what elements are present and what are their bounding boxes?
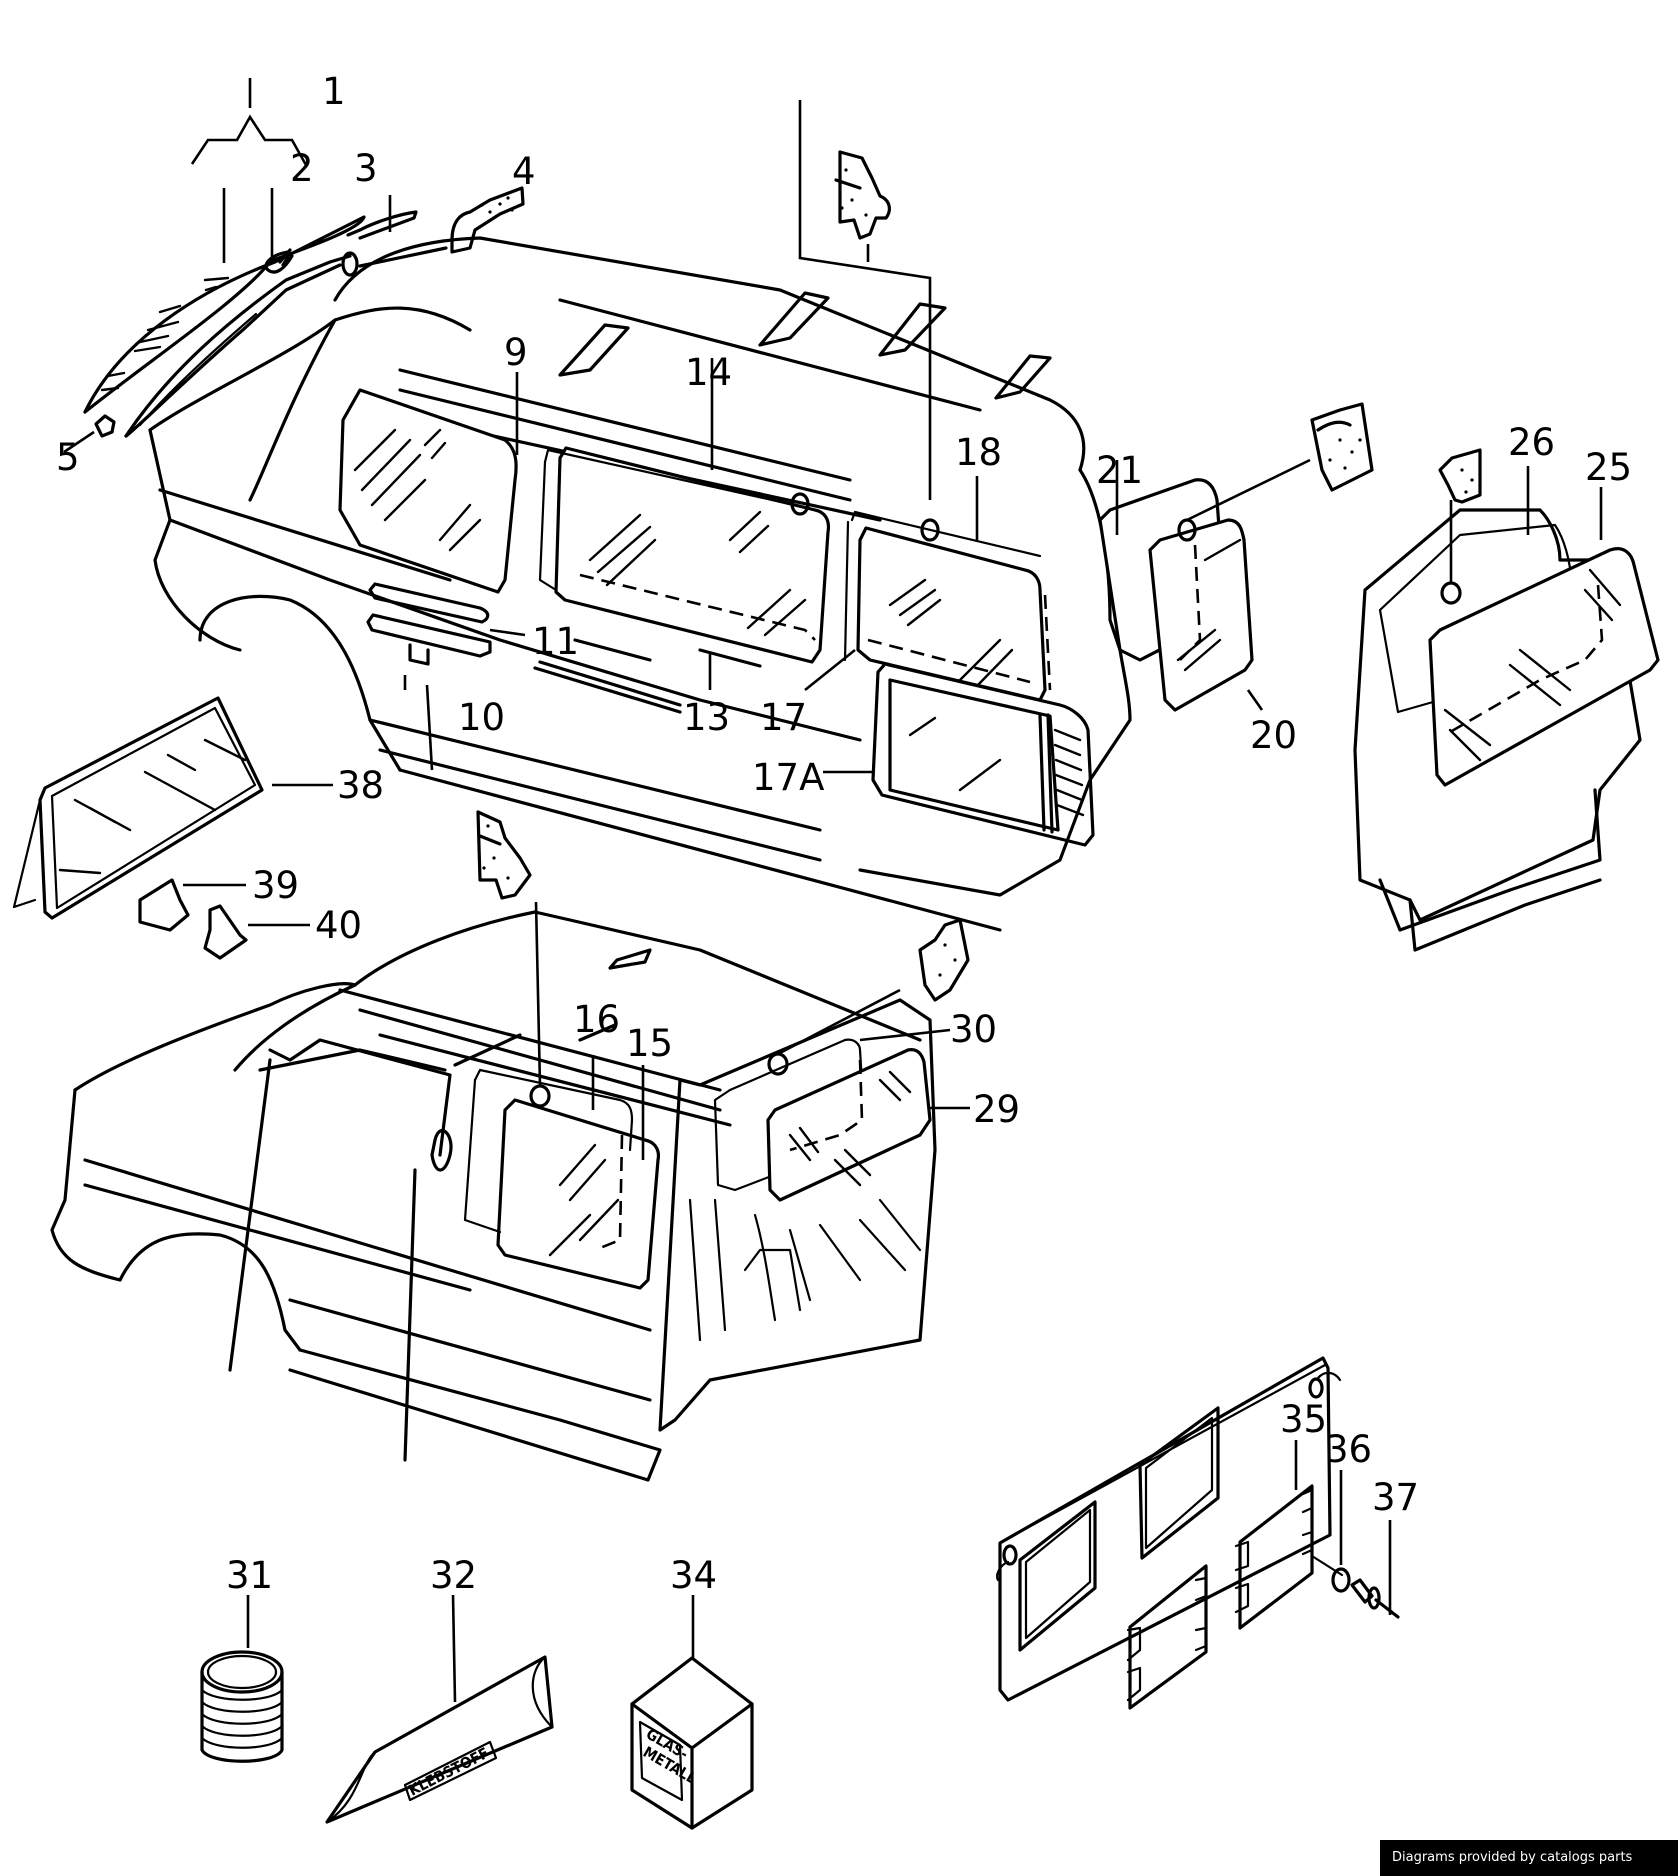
callout-32: 32 [430, 1554, 477, 1597]
front-side-window-9 [338, 388, 518, 594]
glass-hatching [100, 276, 230, 392]
seal-profile-icon [918, 918, 970, 1002]
leader-11 [489, 628, 526, 637]
hinge-40 [203, 904, 248, 960]
rear-side-window-29 [766, 1048, 932, 1202]
callout-37: 37 [1372, 1476, 1419, 1519]
callout-25: 25 [1585, 446, 1632, 489]
callout-2: 2 [290, 147, 314, 190]
rear-quarter-window-17A [871, 662, 1095, 847]
callout-17A: 17A [752, 756, 824, 799]
door-handle [430, 1129, 453, 1172]
bracket-1 [190, 114, 308, 166]
callout-15: 15 [626, 1022, 673, 1065]
callout-9: 9 [504, 331, 528, 374]
callout-17: 17 [760, 696, 807, 739]
callout-16: 16 [573, 998, 620, 1041]
windscreen-glass-2 [83, 215, 366, 414]
leader-5 [63, 430, 95, 454]
tailgate-assembly [1353, 448, 1660, 952]
leader-20 [1246, 689, 1264, 711]
callout-18: 18 [955, 431, 1002, 474]
partition-panel-assembly [996, 1356, 1400, 1710]
leader-30 [859, 1028, 951, 1042]
callout-21: 21 [1096, 449, 1143, 492]
rivet-37 [1367, 1586, 1381, 1610]
rear-glass-20 [1148, 518, 1254, 712]
sealing-tape-roll-31 [200, 1595, 284, 1763]
callout-labels: 1 2 3 4 5 9 10 11 13 14 15 16 17 17A 18 … [56, 70, 1632, 1597]
seal-profile-icon [1310, 402, 1374, 492]
callout-36: 36 [1325, 1428, 1372, 1471]
callout-20: 20 [1250, 714, 1297, 757]
leader-17 [804, 648, 856, 692]
callout-10: 10 [458, 696, 505, 739]
clip-3 [264, 250, 294, 274]
callout-14: 14 [685, 351, 732, 394]
callout-31: 31 [226, 1554, 273, 1597]
tailgate-glass-25 [1428, 547, 1660, 787]
diagram-credit-banner: Diagrams provided by catalogs parts [1380, 1840, 1678, 1876]
sliding-window-15 [496, 1098, 661, 1290]
callout-34: 34 [670, 1554, 717, 1597]
partition-panel [998, 1356, 1332, 1702]
consumables: KLEBSTOFF GLAS- METALL [200, 1594, 754, 1830]
vehicle-side-view-2 [50, 810, 970, 1482]
trim-strip-10 [366, 613, 492, 658]
seal-profile-icon [476, 810, 532, 900]
vehicle-side-view-1 [148, 100, 1374, 932]
callout-39: 39 [252, 864, 299, 907]
adhesive-pack-32: KLEBSTOFF [325, 1594, 554, 1824]
trim-strip-11 [368, 582, 490, 624]
adhesive-label: KLEBSTOFF [406, 1744, 492, 1800]
callout-26: 26 [1508, 421, 1555, 464]
seal-profile-icon [1438, 448, 1482, 504]
clip-plate-35 [1238, 1484, 1314, 1630]
side-window-38 [38, 696, 264, 920]
callout-3: 3 [354, 147, 378, 190]
callout-11: 11 [532, 620, 579, 663]
clip-plate [1128, 1564, 1208, 1710]
seal-profile-icon [834, 150, 891, 240]
seal-profile-icon [450, 186, 525, 254]
callout-29: 29 [973, 1088, 1020, 1131]
callout-40: 40 [315, 904, 362, 947]
callout-1: 1 [322, 70, 346, 113]
bracket-39 [138, 878, 190, 932]
callout-38: 38 [337, 764, 384, 807]
door-window-14 [554, 446, 831, 664]
primer-box-34: GLAS- METALL [630, 1595, 754, 1830]
callout-13: 13 [683, 696, 730, 739]
clip-5 [94, 414, 116, 438]
side-window-38-group [12, 696, 333, 960]
callout-5: 5 [56, 436, 80, 479]
callout-30: 30 [950, 1008, 997, 1051]
callout-35: 35 [1280, 1398, 1327, 1441]
washer-36 [1331, 1567, 1351, 1593]
callout-4: 4 [512, 150, 536, 193]
windscreen-assembly [63, 78, 525, 454]
